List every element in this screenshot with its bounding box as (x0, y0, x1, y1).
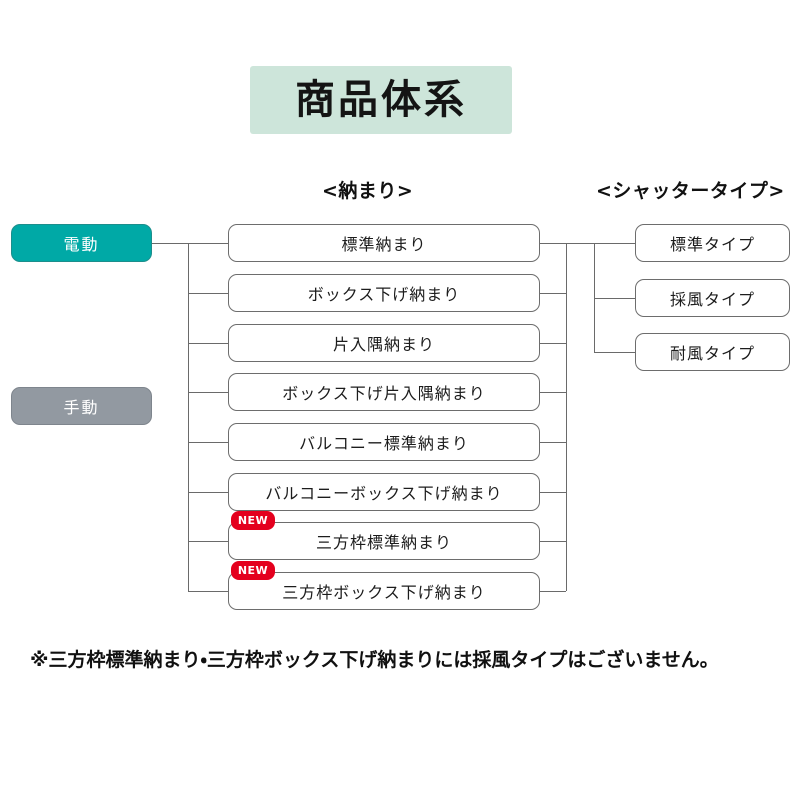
connector-stub-osamari-5 (188, 442, 228, 443)
drive-mode-button-shudou[interactable]: 手動 (11, 387, 152, 425)
connector-out-osamari-2 (540, 293, 566, 294)
osamari-label-1: 標準納まり (341, 235, 427, 254)
column-header-osamari: <納まり> (322, 180, 414, 202)
connector-stub-osamari-1 (188, 243, 228, 244)
connector-stub-shutter-1 (594, 243, 635, 244)
shutter-type-box-2[interactable]: 採風タイプ (635, 279, 790, 317)
new-badge-osamari-7: NEW (231, 511, 275, 530)
osamari-label-4: ボックス下げ片入隅納まり (282, 384, 486, 403)
osamari-box-2[interactable]: ボックス下げ納まり (228, 274, 540, 312)
new-badge-osamari-8: NEW (231, 561, 275, 580)
shutter-type-box-3[interactable]: 耐風タイプ (635, 333, 790, 371)
osamari-label-8: 三方枠ボックス下げ納まり (282, 583, 486, 602)
osamari-label-6: バルコニーボックス下げ納まり (265, 484, 503, 503)
connector-out-osamari-7 (540, 541, 566, 542)
connector-stub-osamari-3 (188, 343, 228, 344)
connector-out-osamari-8 (540, 591, 566, 592)
connector-out-osamari-1 (540, 243, 566, 244)
connector-stub-osamari-7 (188, 541, 228, 542)
shutter-type-label-1: 標準タイプ (669, 235, 755, 254)
connector-out-osamari-4 (540, 392, 566, 393)
shutter-type-box-1[interactable]: 標準タイプ (635, 224, 790, 262)
connector-spine-left (188, 243, 189, 591)
osamari-box-8[interactable]: 三方枠ボックス下げ納まり (228, 572, 540, 610)
connector-stub-osamari-4 (188, 392, 228, 393)
connector-trunk-dendou (152, 243, 188, 244)
osamari-label-2: ボックス下げ納まり (307, 285, 461, 304)
connector-stub-osamari-2 (188, 293, 228, 294)
osamari-label-7: 三方枠標準納まり (315, 533, 452, 552)
connector-stub-shutter-2 (594, 298, 635, 299)
connector-out-osamari-6 (540, 492, 566, 493)
column-header-shutter-type: <シャッタータイプ> (596, 180, 785, 202)
osamari-box-4[interactable]: ボックス下げ片入隅納まり (228, 373, 540, 411)
connector-out-osamari-3 (540, 343, 566, 344)
connector-stub-shutter-3 (594, 352, 635, 353)
page-title-band: 商品体系 (250, 66, 512, 134)
drive-mode-label-dendou: 電動 (63, 235, 100, 254)
osamari-box-1[interactable]: 標準納まり (228, 224, 540, 262)
shutter-type-label-3: 耐風タイプ (669, 344, 755, 363)
osamari-box-7[interactable]: 三方枠標準納まり (228, 522, 540, 560)
drive-mode-label-shudou: 手動 (63, 398, 100, 417)
footnote-text: ※三方枠標準納まり・三方枠ボックス下げ納まりには採風タイプはございません。 (30, 649, 719, 671)
connector-stub-osamari-6 (188, 492, 228, 493)
osamari-label-5: バルコニー標準納まり (299, 434, 469, 453)
osamari-box-6[interactable]: バルコニーボックス下げ納まり (228, 473, 540, 511)
connector-bridge-to-shutter (566, 243, 594, 244)
page-title: 商品体系 (295, 77, 467, 123)
osamari-label-3: 片入隅納まり (332, 335, 435, 354)
drive-mode-button-dendou[interactable]: 電動 (11, 224, 152, 262)
connector-stub-osamari-8 (188, 591, 228, 592)
osamari-box-5[interactable]: バルコニー標準納まり (228, 423, 540, 461)
connector-out-osamari-5 (540, 442, 566, 443)
shutter-type-label-2: 採風タイプ (669, 290, 755, 309)
connector-spine-collector (566, 243, 567, 591)
osamari-box-3[interactable]: 片入隅納まり (228, 324, 540, 362)
